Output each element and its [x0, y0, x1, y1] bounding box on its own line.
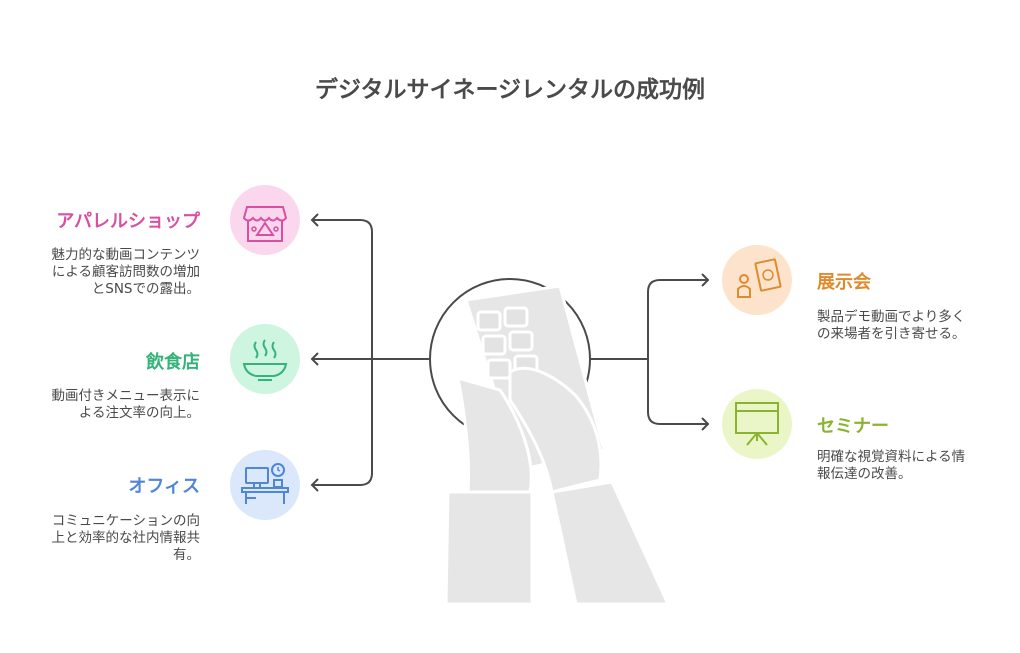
diagram-title: デジタルサイネージレンタルの成功例: [314, 77, 706, 103]
arrowhead-seminar: [701, 417, 710, 431]
hot-dish-icon: [242, 339, 288, 381]
arrowhead-restaurant: [310, 352, 319, 366]
restaurant-label: 飲食店: [146, 352, 200, 373]
connector-office: [312, 359, 373, 486]
seminar-icon-circle: [722, 389, 792, 459]
exhibit-display-icon: [737, 258, 782, 298]
presentation-board-icon: [735, 402, 779, 446]
connector-apparel: [312, 219, 373, 359]
office-label: オフィス: [128, 476, 200, 497]
exhibition-icon-circle: [722, 245, 792, 315]
restaurant-icon-circle: [230, 324, 300, 394]
office-icon-circle: [230, 450, 300, 520]
exhibition-description: 製品デモ動画でより多くの来場者を引き寄せる。: [817, 309, 966, 342]
apparel-description: 魅力的な動画コンテンツによる顧客訪問数の増加とSNSでの露出。: [51, 247, 201, 297]
connector-exhibition: [647, 279, 708, 359]
storefront-icon: [242, 206, 288, 242]
hand-tablet-illustration: [429, 278, 671, 606]
seminar-description: 明確な視覚資料による情報伝達の改善。: [817, 449, 966, 482]
apparel-label: アパレルショップ: [56, 211, 200, 232]
seminar-label: セミナー: [817, 416, 889, 437]
restaurant-description: 動画付きメニュー表示による注文率の向上。: [51, 388, 201, 421]
arrowhead-exhibition: [701, 273, 710, 287]
office-desk-icon: [241, 463, 289, 504]
connector-lines: [310, 213, 710, 492]
connector-seminar: [647, 359, 708, 425]
arrowhead-apparel: [310, 213, 319, 227]
exhibition-label: 展示会: [817, 272, 871, 293]
arrowhead-office: [310, 478, 319, 492]
apparel-icon-circle: [230, 185, 300, 255]
office-description: コミュニケーションの向上と効率的な社内情報共有。: [51, 513, 201, 563]
